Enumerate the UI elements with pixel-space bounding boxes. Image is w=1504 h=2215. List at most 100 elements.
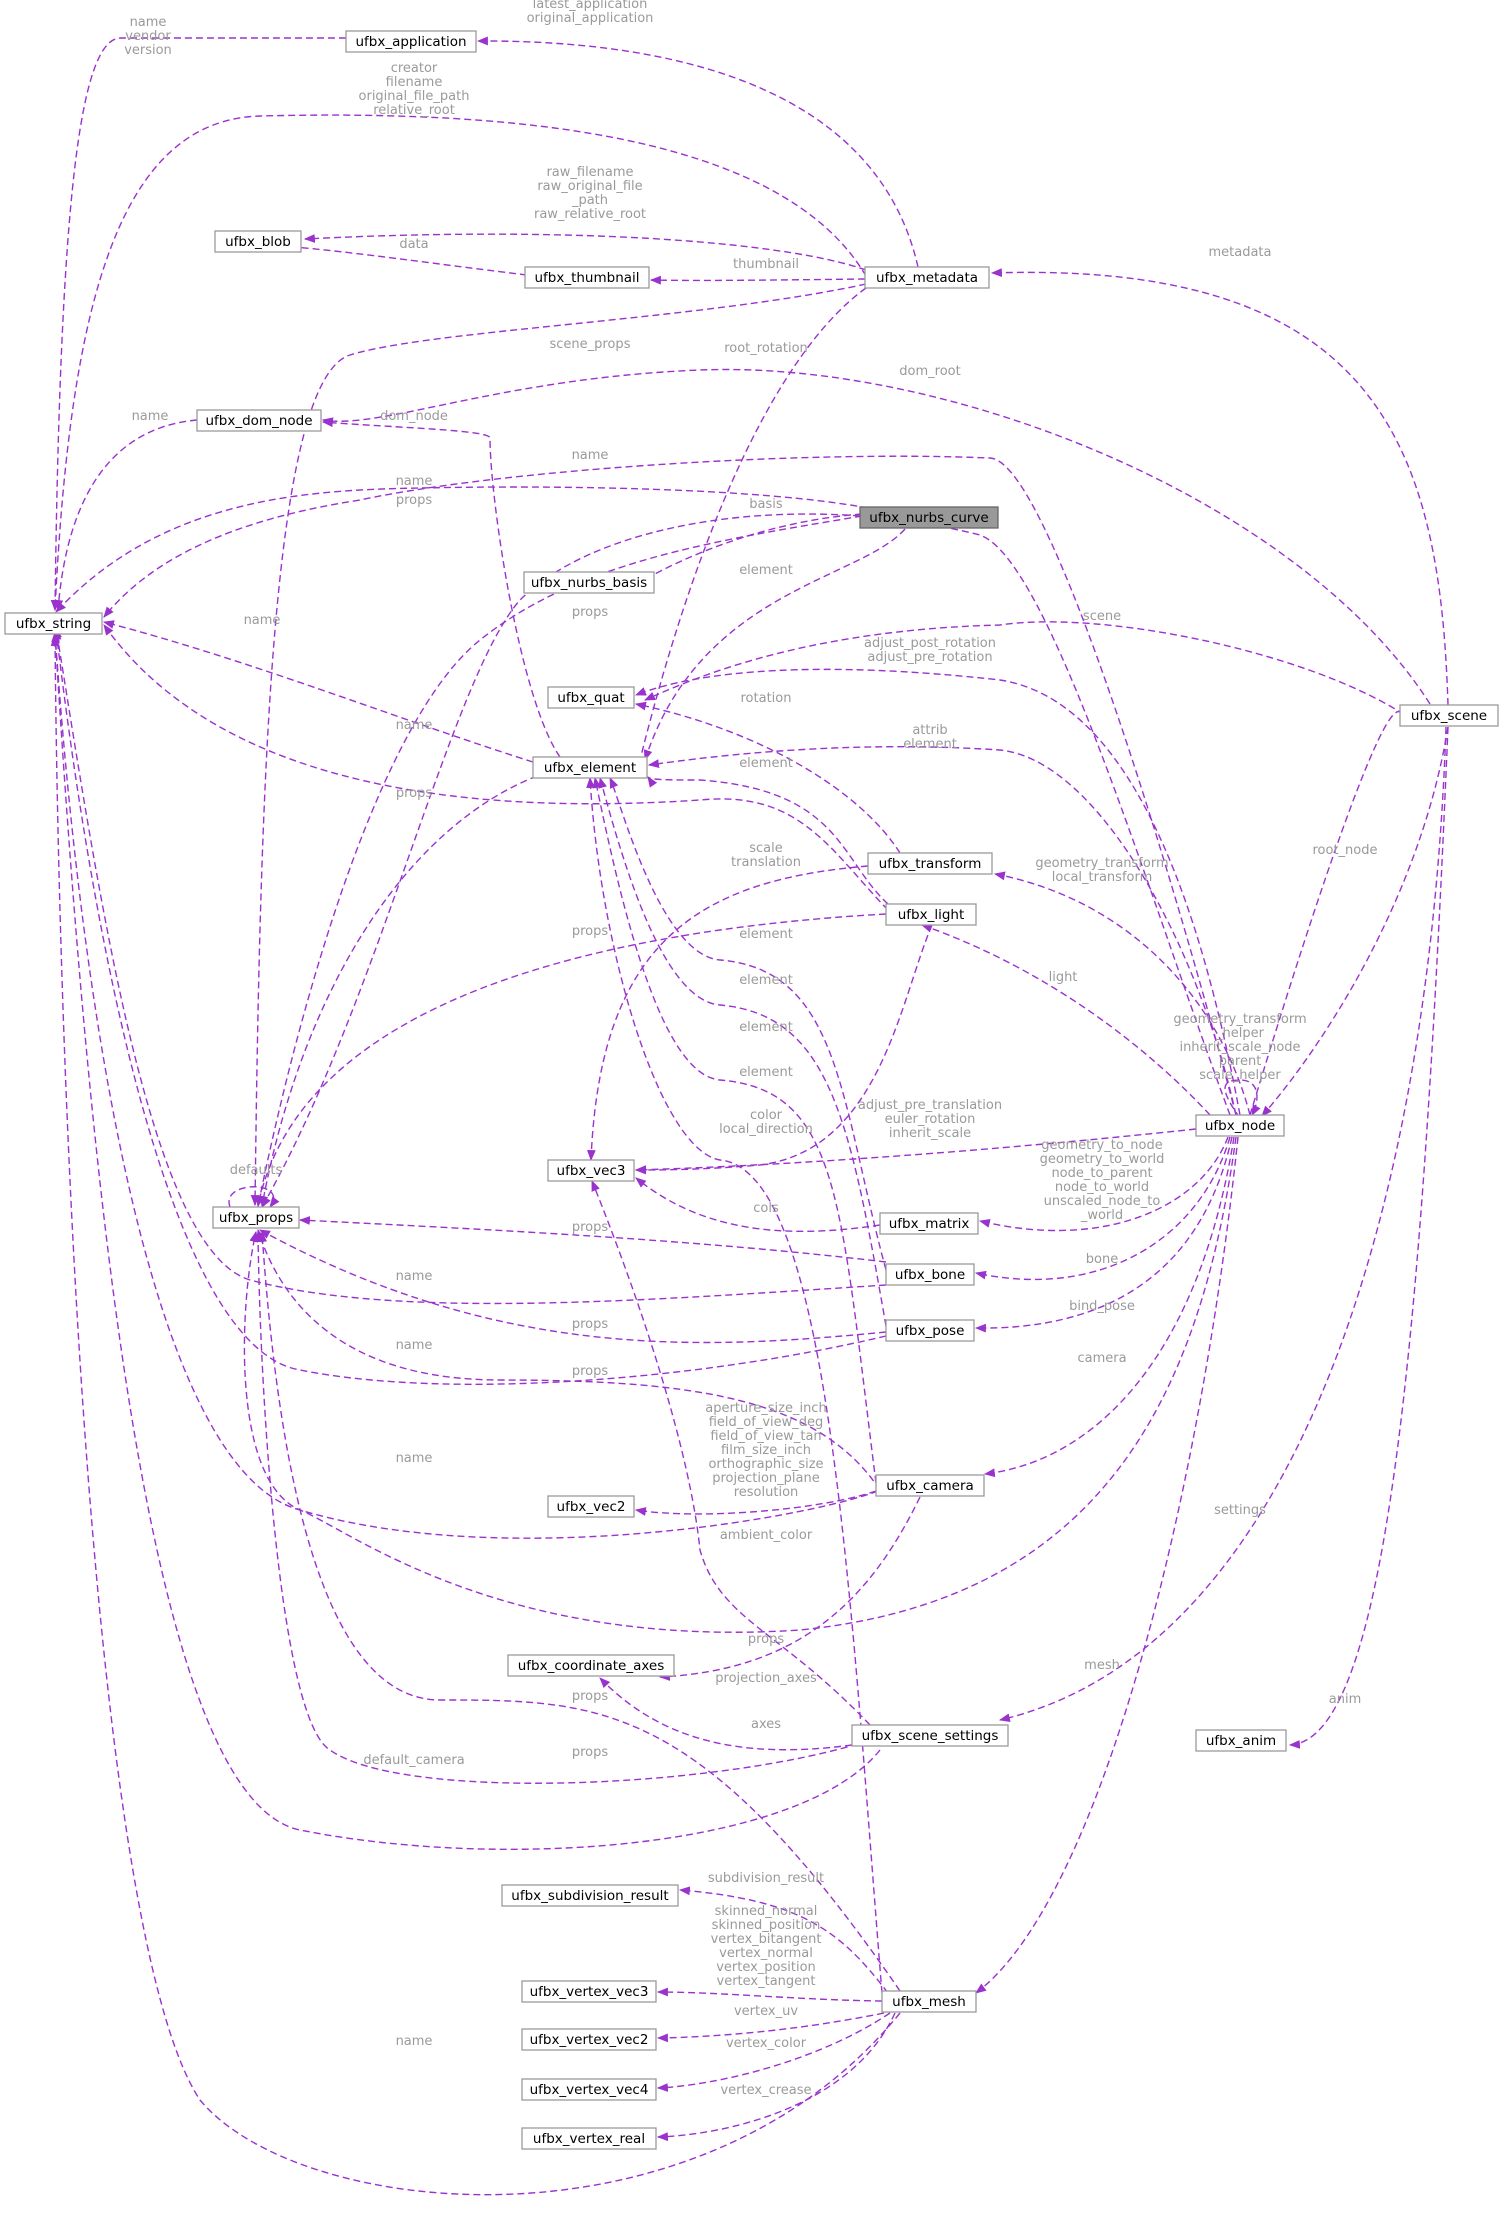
node-ufbx-element[interactable]: ufbx_element: [532, 756, 648, 779]
edge-label-line: data: [399, 237, 428, 252]
node-ufbx-application[interactable]: ufbx_application: [345, 30, 477, 53]
node-ufbx-quat[interactable]: ufbx_quat: [547, 686, 635, 709]
node-ufbx-nurbs-curve[interactable]: ufbx_nurbs_curve: [859, 506, 999, 529]
node-ufbx-camera[interactable]: ufbx_camera: [875, 1474, 985, 1497]
edge-ufbx_pose-to-ufbx_string: [52, 628, 887, 1385]
node-ufbx-vertex-vec3[interactable]: ufbx_vertex_vec3: [521, 1980, 657, 2003]
edge-label: settings: [1214, 1503, 1266, 1518]
node-ufbx-nurbs-basis[interactable]: ufbx_nurbs_basis: [523, 571, 655, 594]
edge-label: scene: [1083, 609, 1121, 624]
node-box[interactable]: [521, 2127, 657, 2150]
node-ufbx-anim[interactable]: ufbx_anim: [1195, 1729, 1287, 1752]
node-box[interactable]: [885, 1263, 975, 1286]
edge-ufbx_dom_node-to-ufbx_string: [54, 419, 198, 612]
node-box[interactable]: [501, 1884, 679, 1907]
edge-label-line: thumbnail: [733, 257, 799, 272]
edge-label: mesh: [1084, 1658, 1120, 1673]
node-box[interactable]: [1195, 1114, 1285, 1137]
node-box[interactable]: [864, 266, 990, 289]
node-box[interactable]: [521, 2078, 657, 2101]
node-ufbx-pose[interactable]: ufbx_pose: [885, 1319, 975, 1342]
node-box[interactable]: [532, 756, 648, 779]
node-box[interactable]: [212, 1206, 300, 1229]
node-ufbx-scene[interactable]: ufbx_scene: [1399, 704, 1499, 727]
edge-line: [476, 36, 919, 268]
edge-line: [598, 776, 887, 1327]
edge-label: props: [572, 1745, 609, 1760]
edge-label-line: vertex_color: [726, 2036, 807, 2051]
node-box[interactable]: [547, 1159, 635, 1182]
node-box[interactable]: [875, 1474, 985, 1497]
node-box[interactable]: [881, 1990, 977, 2013]
node-box[interactable]: [547, 1495, 635, 1518]
node-label: ufbx_light: [898, 907, 965, 923]
edge-label-line: film_size_inch: [721, 1443, 811, 1458]
edge-label: props: [572, 1364, 609, 1379]
node-ufbx-light[interactable]: ufbx_light: [885, 903, 977, 926]
node-ufbx-bone[interactable]: ufbx_bone: [885, 1263, 975, 1286]
edge-label: name: [572, 448, 609, 463]
node-ufbx-props[interactable]: ufbx_props: [212, 1206, 300, 1229]
node-box[interactable]: [859, 506, 999, 529]
edge-label: name: [132, 409, 169, 424]
node-ufbx-dom-node[interactable]: ufbx_dom_node: [196, 409, 322, 432]
edge-label-line: axes: [751, 1717, 781, 1732]
node-box[interactable]: [521, 1980, 657, 2003]
edge-label: bind_pose: [1069, 1299, 1135, 1314]
node-label: ufbx_pose: [896, 1323, 965, 1339]
edge-label: light: [1049, 970, 1078, 985]
node-ufbx-vertex-real[interactable]: ufbx_vertex_real: [521, 2127, 657, 2150]
node-box[interactable]: [547, 686, 635, 709]
edge-ufbx_element-to-ufbx_props: [259, 775, 538, 1208]
node-box[interactable]: [524, 266, 650, 289]
node-ufbx-mesh[interactable]: ufbx_mesh: [881, 1990, 977, 2013]
edge-label-line: dom_node: [380, 409, 448, 424]
edge-label-line: light: [1049, 970, 1078, 985]
edge-line: [656, 2012, 885, 2043]
node-box[interactable]: [214, 230, 302, 253]
edge-label: root_node: [1312, 843, 1377, 858]
edge-line: [591, 1179, 871, 1726]
node-box[interactable]: [851, 1724, 1009, 1747]
edge-line: [658, 1496, 921, 1681]
edge-ufbx_node-to-ufbx_element: [647, 746, 1237, 1116]
node-box[interactable]: [521, 2028, 657, 2051]
edge-line: [643, 621, 1401, 1116]
node-ufbx-vec2[interactable]: ufbx_vec2: [547, 1495, 635, 1518]
node-box[interactable]: [1195, 1729, 1287, 1752]
node-ufbx-coordinate-axes[interactable]: ufbx_coordinate_axes: [507, 1654, 675, 1677]
node-ufbx-blob[interactable]: ufbx_blob: [214, 230, 302, 253]
node-box[interactable]: [523, 571, 655, 594]
node-ufbx-vertex-vec2[interactable]: ufbx_vertex_vec2: [521, 2028, 657, 2051]
node-ufbx-string[interactable]: ufbx_string: [4, 612, 103, 635]
node-ufbx-node[interactable]: ufbx_node: [1195, 1114, 1285, 1137]
node-ufbx-scene-settings[interactable]: ufbx_scene_settings: [851, 1724, 1009, 1747]
node-box[interactable]: [885, 903, 977, 926]
node-box[interactable]: [867, 852, 993, 875]
edge-label-line: name: [132, 409, 169, 424]
node-ufbx-vertex-vec4[interactable]: ufbx_vertex_vec4: [521, 2078, 657, 2101]
edge-label-line: props: [572, 1317, 609, 1332]
edge-line: [634, 287, 867, 766]
node-box[interactable]: [345, 30, 477, 53]
edge-ufbx_pose-to-ufbx_props: [259, 1229, 887, 1344]
edge-label-line: props: [396, 786, 433, 801]
node-box[interactable]: [196, 409, 322, 432]
edge-line: [303, 233, 867, 271]
node-box[interactable]: [879, 1212, 979, 1235]
node-ufbx-thumbnail[interactable]: ufbx_thumbnail: [524, 266, 650, 289]
node-box[interactable]: [4, 612, 103, 635]
node-box[interactable]: [1399, 704, 1499, 727]
edge-ufbx_application-to-ufbx_string: [50, 37, 346, 612]
node-ufbx-vec3[interactable]: ufbx_vec3: [547, 1159, 635, 1182]
edge-line: [656, 2012, 896, 2142]
node-ufbx-matrix[interactable]: ufbx_matrix: [879, 1212, 979, 1235]
node-box[interactable]: [507, 1654, 675, 1677]
node-ufbx-transform[interactable]: ufbx_transform: [867, 852, 993, 875]
edge-label: element: [739, 973, 793, 988]
node-ufbx-metadata[interactable]: ufbx_metadata: [864, 266, 990, 289]
node-box[interactable]: [885, 1319, 975, 1342]
edge-ufbx_pose-to-ufbx_element: [598, 776, 887, 1327]
node-ufbx-subdivision-result[interactable]: ufbx_subdivision_result: [501, 1884, 679, 1907]
